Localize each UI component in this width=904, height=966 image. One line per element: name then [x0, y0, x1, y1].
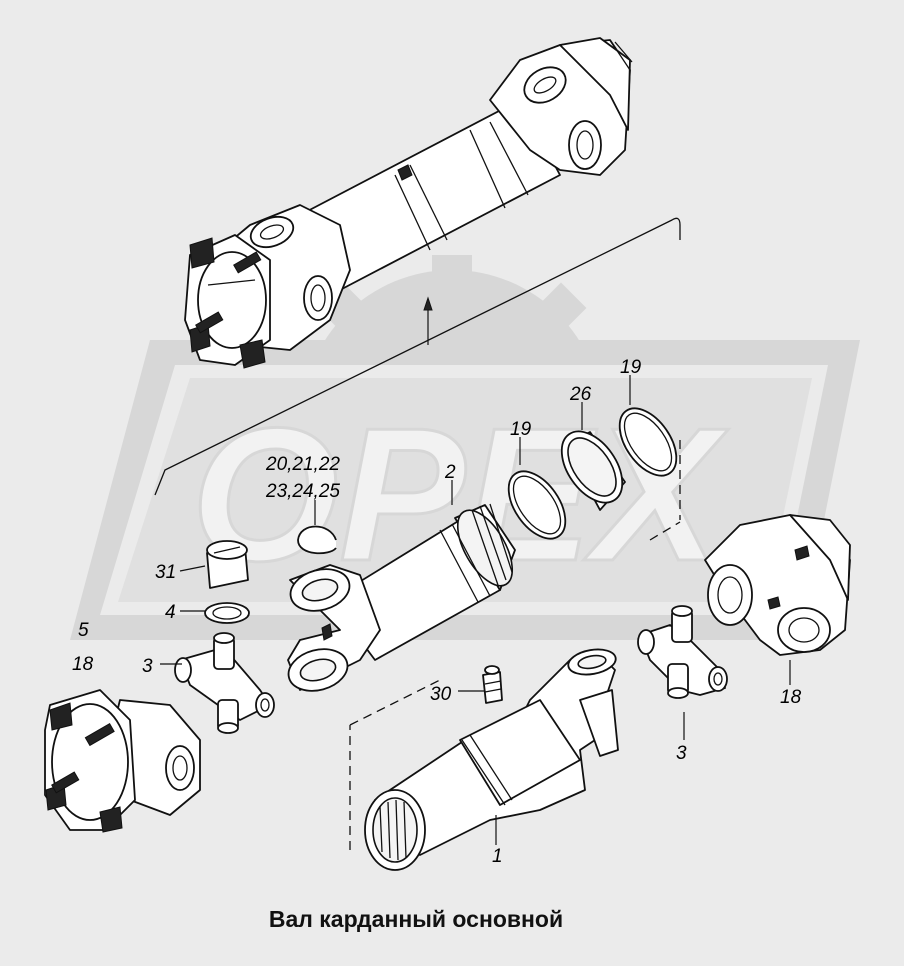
grease-nipple-30 — [482, 665, 503, 704]
sliding-tube-1 — [364, 648, 619, 871]
ring-19-left — [507, 470, 567, 540]
bearing-cap-31 — [206, 540, 249, 589]
label-2: 2 — [444, 462, 456, 483]
cross-spider-3-right — [637, 605, 728, 699]
label-30: 30 — [430, 684, 452, 705]
flange-yoke-18-right — [704, 514, 851, 656]
label-31: 31 — [155, 562, 176, 583]
leader-lines — [160, 375, 791, 845]
cross-spider-3-left — [174, 632, 275, 734]
callout-labels: 19 26 19 2 20,21,22 23,24,25 31 4 5 18 3… — [72, 357, 802, 867]
label-23-24-25: 23,24,25 — [265, 481, 340, 502]
circlip-20-25 — [297, 525, 337, 555]
seal-ring-4 — [204, 602, 250, 624]
exploded-outline-top — [154, 217, 681, 496]
diagram-caption: Вал карданный основной — [269, 906, 563, 932]
label-26: 26 — [569, 384, 592, 405]
label-20-21-22: 20,21,22 — [265, 454, 340, 475]
label-19-mid: 19 — [510, 419, 532, 440]
label-5: 5 — [78, 620, 89, 641]
ring-19-right — [618, 407, 678, 477]
exploded-outline-bottom — [349, 679, 441, 850]
label-3-left: 3 — [142, 656, 153, 677]
label-19-top: 19 — [620, 357, 642, 378]
assembled-cardan-shaft — [184, 37, 633, 369]
flange-yoke-18-left — [44, 689, 201, 833]
label-18-right: 18 — [780, 687, 802, 708]
label-18-left: 18 — [72, 654, 94, 675]
seal-26 — [560, 430, 626, 511]
splined-yoke-2 — [287, 503, 516, 692]
label-1: 1 — [492, 846, 503, 867]
label-3-right: 3 — [676, 743, 687, 764]
label-4: 4 — [165, 602, 176, 623]
